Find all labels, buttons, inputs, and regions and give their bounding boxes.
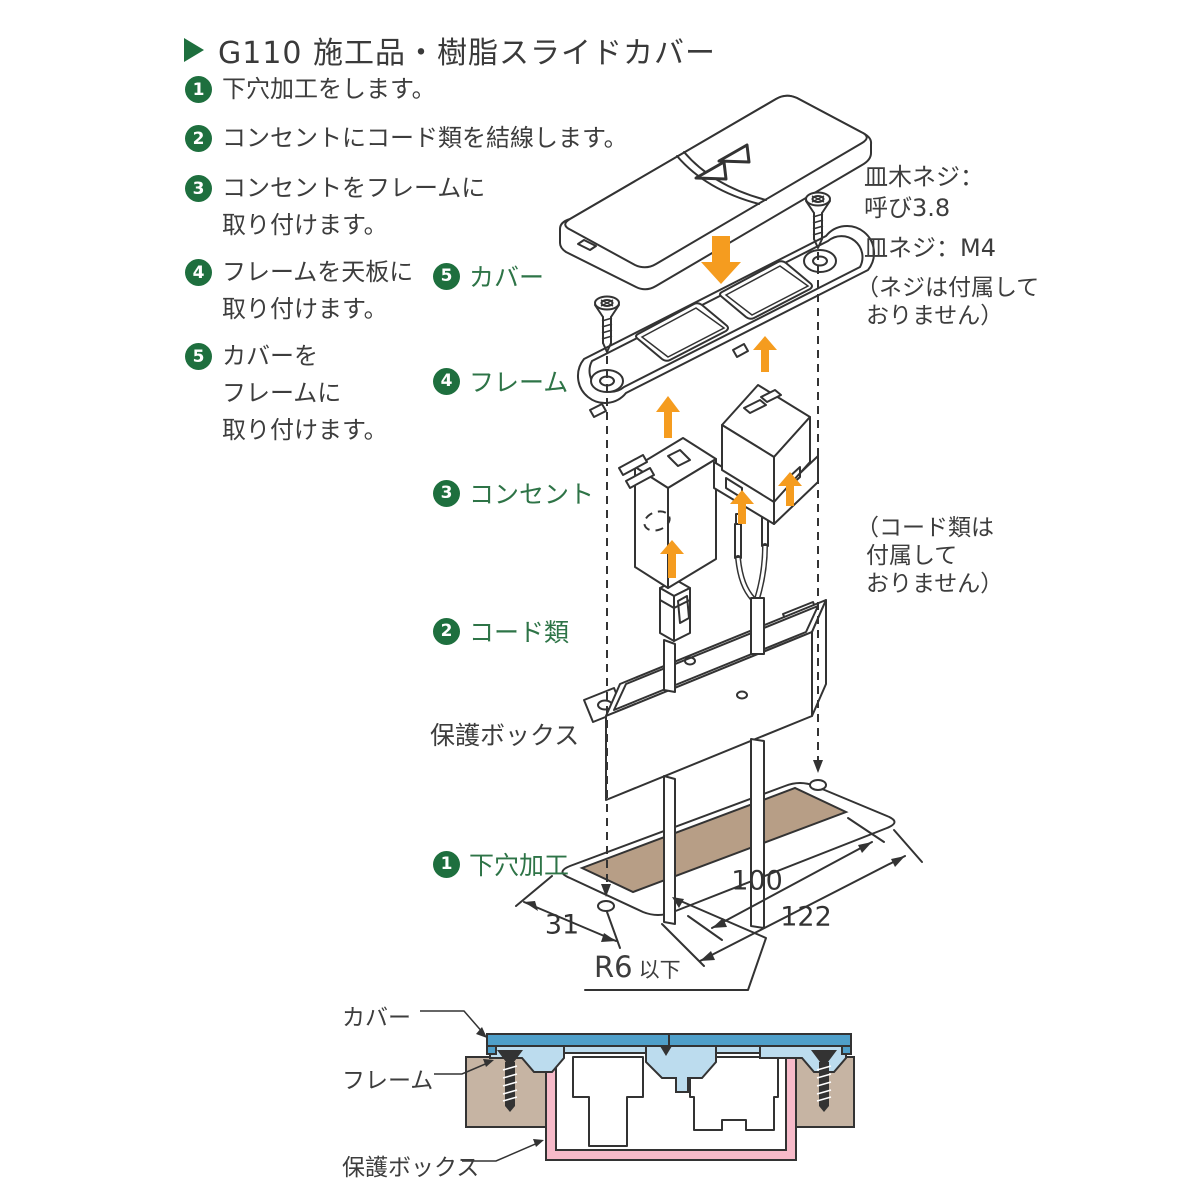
step-5-text-line1: カバーを — [222, 342, 318, 370]
note-cords-line1: （コード類は — [856, 515, 994, 541]
label-cords-badge: 2 — [433, 617, 460, 645]
step-1-badge: 1 — [185, 76, 212, 103]
note-wood-screw: 皿木ネジ： 呼び3.8 — [864, 162, 984, 224]
label-frame-text: フレーム — [469, 368, 569, 397]
dimension-31: 31 — [544, 909, 580, 941]
screw-right-icon — [805, 191, 831, 249]
note-machine-screw-line: 皿ネジ：M4 — [864, 234, 996, 262]
step-3: 3 コンセントをフレームに 取り付けます。 — [185, 174, 485, 244]
note-screws-line2: おりません） — [866, 303, 1004, 329]
note-cords-line3: おりません） — [866, 571, 1004, 597]
step-5-text-line2: フレームに — [222, 379, 342, 407]
note-machine-screw: 皿ネジ：M4 — [864, 233, 996, 264]
label-frame-badge: 4 — [433, 367, 460, 395]
note-screws-line1: （ネジは付属して — [856, 275, 1040, 301]
slide-triangle-icon — [717, 143, 751, 164]
dimension-lines — [515, 817, 923, 991]
cords-drawing — [659, 501, 769, 929]
xsection-label-box: 保護ボックス — [342, 1155, 480, 1181]
label-box: 保護ボックス — [430, 716, 579, 752]
label-cover-badge: 5 — [433, 262, 460, 290]
label-cords: 2 コード類 — [433, 613, 569, 649]
step-1-text: 下穴加工をします。 — [222, 75, 436, 103]
note-wood-screw-line2: 呼び3.8 — [864, 194, 951, 222]
dimension-r6-suffix: 以下 — [638, 958, 681, 982]
label-cords-text: コード類 — [469, 618, 570, 647]
page-title: G110 施工品・樹脂スライドカバー — [218, 36, 717, 71]
cover-drawing — [559, 94, 873, 291]
screw-left-icon — [594, 295, 620, 353]
step-4-badge: 4 — [185, 259, 212, 286]
label-pilot-text: 下穴加工 — [469, 851, 570, 880]
step-2-badge: 2 — [185, 125, 212, 152]
step-3-text-line1: コンセントをフレームに — [222, 174, 486, 202]
alignment-dashed-lines — [597, 252, 827, 912]
note-cords-line2: 付属して — [866, 543, 958, 569]
page-title-row: G110 施工品・樹脂スライドカバー — [184, 28, 716, 72]
xsection-label-frame: フレーム — [342, 1068, 434, 1094]
note-screws-not-included: （ネジは付属して おりません） — [856, 274, 1039, 330]
label-pilot: 1 下穴加工 — [433, 846, 569, 882]
dimension-100: 100 — [731, 865, 783, 897]
step-1: 1 下穴加工をします。 — [185, 75, 436, 108]
label-box-text: 保護ボックス — [430, 721, 580, 750]
assembly-arrow-icons — [656, 236, 802, 578]
label-frame: 4 フレーム — [433, 363, 568, 399]
step-5-text-line3: 取り付けます。 — [222, 416, 388, 444]
cross-section-drawing — [420, 1010, 855, 1162]
step-4: 4 フレームを天板に 取り付けます。 — [185, 258, 413, 328]
dimension-r6-value: R6 — [594, 950, 633, 984]
note-wood-screw-line1: 皿木ネジ： — [864, 163, 984, 191]
step-2-text: コンセントにコード類を結線します。 — [222, 124, 628, 152]
step-3-badge: 3 — [185, 175, 212, 202]
tabletop-hole-drawing — [561, 782, 896, 916]
label-outlet-badge: 3 — [433, 479, 460, 507]
step-3-text-line2: 取り付けます。 — [222, 211, 388, 239]
step-4-text-line1: フレームを天板に — [222, 258, 414, 286]
step-2: 2 コンセントにコード類を結線します。 — [185, 124, 628, 157]
step-4-text-line2: 取り付けます。 — [222, 295, 388, 323]
label-cover: 5 カバー — [433, 258, 544, 294]
xsection-label-cover: カバー — [342, 1005, 411, 1031]
connector-left-drawing — [618, 437, 717, 589]
dimension-122: 122 — [780, 901, 832, 933]
connector-right-drawing — [713, 384, 819, 525]
label-cover-text: カバー — [469, 263, 545, 292]
step-5-badge: 5 — [185, 343, 212, 370]
label-outlet: 3 コンセント — [433, 475, 594, 511]
label-pilot-badge: 1 — [433, 850, 460, 878]
label-outlet-text: コンセント — [469, 480, 595, 509]
slide-triangle-icon — [694, 160, 728, 181]
note-cords-not-included: （コード類は 付属して おりません） — [856, 514, 1003, 598]
frame-drawing — [577, 225, 875, 418]
dimension-r6: R6 以下 — [594, 950, 681, 984]
title-triangle-icon — [184, 38, 204, 62]
protection-box-drawing — [583, 599, 827, 801]
step-5: 5 カバーを フレームに 取り付けます。 — [185, 342, 388, 449]
